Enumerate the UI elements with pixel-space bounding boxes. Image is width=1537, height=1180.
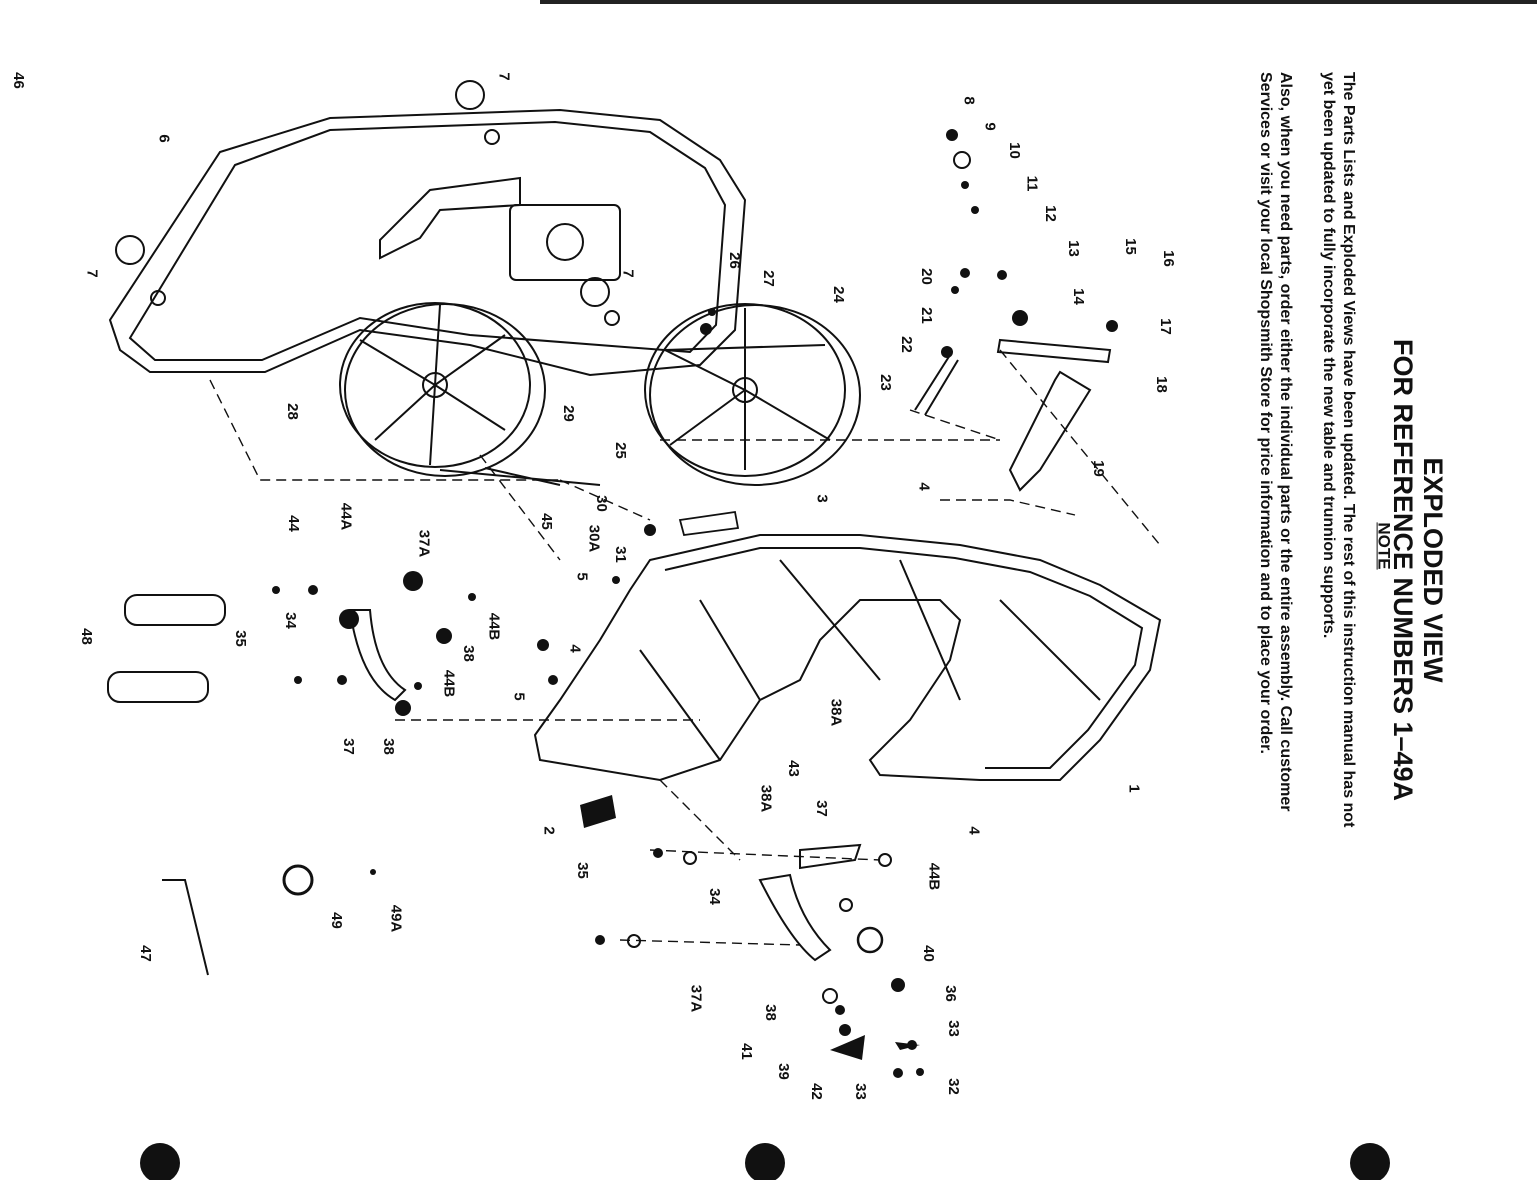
callout-49a: 49A — [387, 904, 405, 933]
callout-45: 45 — [537, 513, 555, 530]
callout-30: 30 — [592, 495, 610, 512]
top-rule — [540, 0, 1537, 4]
callout-29: 29 — [559, 405, 577, 422]
callout-4-top: 4 — [915, 482, 933, 491]
callout-22: 22 — [897, 336, 915, 353]
callout-34-1: 34 — [281, 612, 299, 629]
callout-17: 17 — [1156, 318, 1174, 335]
callout-44b-2: 44B — [440, 669, 458, 698]
callout-37-2: 37 — [812, 800, 830, 817]
callout-40: 40 — [919, 945, 937, 962]
callout-24: 24 — [829, 286, 847, 303]
callout-44b-3: 44B — [925, 862, 943, 891]
callout-2: 2 — [540, 826, 558, 835]
callout-47: 47 — [136, 945, 154, 962]
callout-8: 8 — [960, 96, 978, 105]
callout-44a: 44A — [337, 502, 355, 531]
callout-49: 49 — [327, 912, 345, 929]
callout-26: 26 — [725, 252, 743, 269]
callout-21: 21 — [917, 307, 935, 324]
callout-44b-1: 44B — [485, 612, 503, 641]
callout-9: 9 — [981, 122, 999, 131]
callout-20: 20 — [917, 268, 935, 285]
main-frame — [533, 534, 1162, 782]
callout-38-1: 38 — [459, 645, 477, 662]
callout-7-left: 7 — [83, 269, 101, 278]
callout-30a: 30A — [585, 524, 603, 553]
callout-3: 3 — [813, 494, 831, 503]
callout-28: 28 — [283, 403, 301, 420]
callout-15: 15 — [1121, 238, 1139, 255]
callout-12: 12 — [1041, 205, 1059, 222]
callout-5-top: 5 — [573, 572, 591, 581]
callout-36: 36 — [941, 985, 959, 1002]
upper-wheel-cover — [108, 108, 747, 377]
callout-6: 6 — [155, 134, 173, 143]
callout-14: 14 — [1069, 288, 1087, 305]
callout-27: 27 — [759, 270, 777, 287]
callout-37a-1: 37A — [415, 529, 433, 558]
callout-19: 19 — [1089, 460, 1107, 477]
callout-1: 1 — [1125, 784, 1143, 793]
callout-10: 10 — [1005, 142, 1023, 159]
callout-11: 11 — [1023, 175, 1041, 192]
callout-38a-2: 38A — [757, 784, 775, 813]
callout-33-2: 33 — [851, 1083, 869, 1100]
callout-42: 42 — [807, 1083, 825, 1100]
callout-31: 31 — [611, 546, 629, 563]
callout-48: 48 — [77, 628, 95, 645]
callout-34-2: 34 — [705, 888, 723, 905]
callout-38a-1: 38A — [827, 698, 845, 727]
callout-13: 13 — [1064, 240, 1082, 257]
callout-37-1: 37 — [339, 738, 357, 755]
callout-41: 41 — [737, 1043, 755, 1060]
callout-16: 16 — [1159, 250, 1177, 267]
callout-23: 23 — [876, 374, 894, 391]
callout-33-1: 33 — [944, 1020, 962, 1037]
callout-35-1: 35 — [231, 630, 249, 647]
callout-7-top: 7 — [495, 72, 513, 81]
callout-37a-2: 37A — [687, 984, 705, 1013]
callout-5-bottom: 5 — [510, 692, 528, 701]
callout-4-bottom: 4 — [965, 826, 983, 835]
callout-38-3: 38 — [761, 1004, 779, 1021]
callout-44: 44 — [284, 515, 302, 532]
callout-32: 32 — [944, 1078, 962, 1095]
callout-39: 39 — [774, 1063, 792, 1080]
callout-35-2: 35 — [573, 862, 591, 879]
callout-25: 25 — [611, 442, 629, 459]
callout-43: 43 — [784, 760, 802, 777]
callout-7-cover: 7 — [619, 269, 637, 278]
callout-18: 18 — [1152, 376, 1170, 393]
callout-4-mid: 4 — [566, 644, 584, 653]
callout-38-2: 38 — [379, 738, 397, 755]
